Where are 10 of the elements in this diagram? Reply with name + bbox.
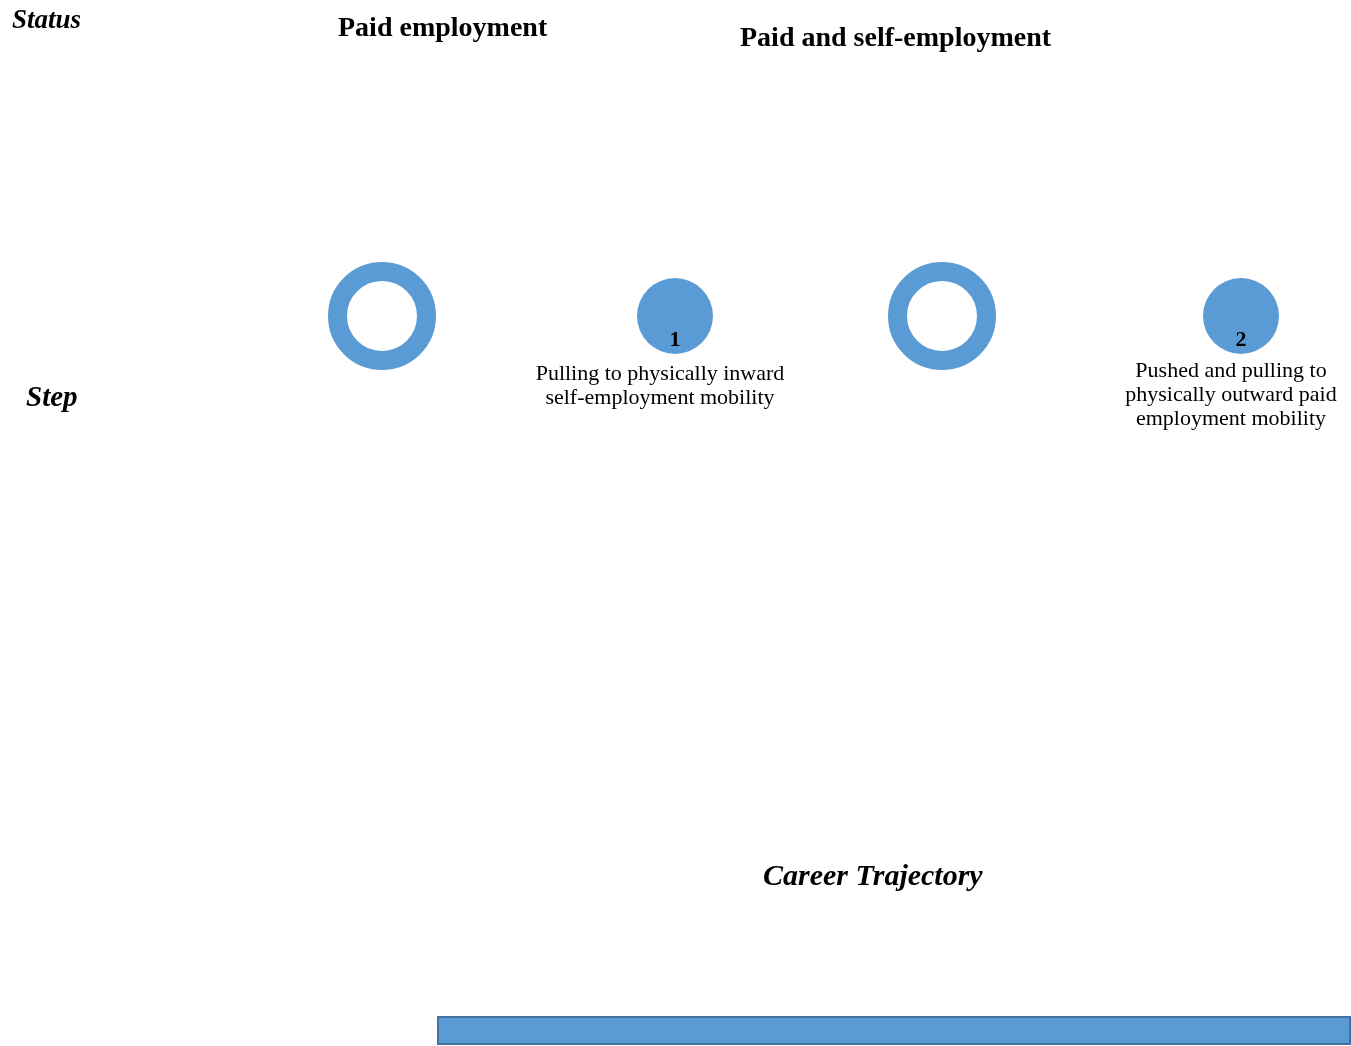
column-heading: Paid employment [338, 11, 548, 43]
axis-label: Step [26, 380, 78, 413]
axis-label: Career Trajectory [763, 858, 983, 892]
step-number: 2 [1234, 326, 1248, 352]
step-number: 1 [668, 326, 682, 352]
step-description: Pushed and pulling to physically outward paid employment mobility [1124, 358, 1338, 430]
step-description: Pulling to physically inward self-employment mobility [534, 361, 786, 409]
trajectory-bar [437, 1016, 1351, 1045]
axis-label: Status [12, 4, 82, 35]
column-heading: Paid and self-employment [740, 21, 1052, 53]
